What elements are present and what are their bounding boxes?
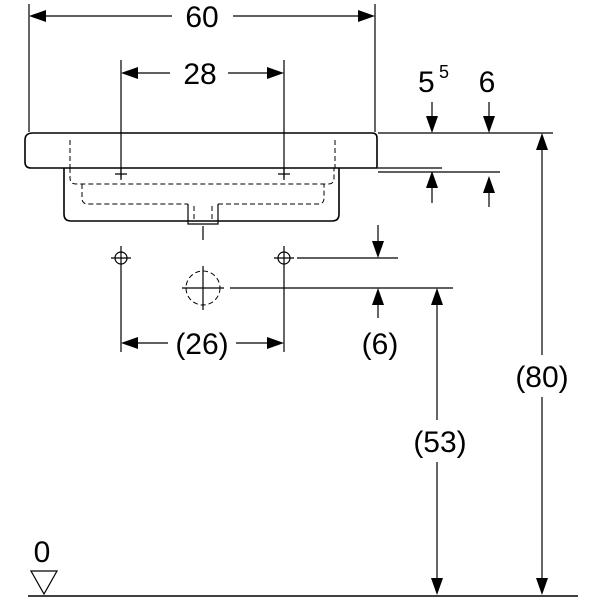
rim-thickness-superscript: 5	[439, 62, 449, 82]
floor-level: 0	[28, 536, 578, 597]
width-dimension-60: 60	[28, 1, 376, 132]
total-height-label: (80)	[515, 361, 568, 394]
supply-offset-label: (6)	[362, 328, 399, 361]
supply-offset-dimension: (6)	[362, 225, 399, 361]
supply-spacing-dimension: (26)	[121, 328, 284, 361]
tap-spacing-label: 28	[183, 58, 216, 91]
washbasin-outline	[24, 132, 378, 240]
drain-height-label: (53)	[413, 426, 466, 459]
rim-thickness-dimension: 5 5 6	[378, 62, 553, 207]
total-height-dimension: (80)	[515, 133, 569, 595]
supply-spacing-label: (26)	[175, 328, 228, 361]
supply-markers	[111, 246, 453, 352]
floor-level-label: 0	[34, 536, 51, 569]
rim-thickness-alt-label: 6	[479, 66, 496, 99]
drain-height-dimension: (53)	[413, 288, 467, 595]
tap-hole-spacing-dimension: 28	[120, 58, 285, 178]
rim-thickness-label: 5	[418, 66, 435, 99]
width-label: 60	[185, 1, 218, 34]
